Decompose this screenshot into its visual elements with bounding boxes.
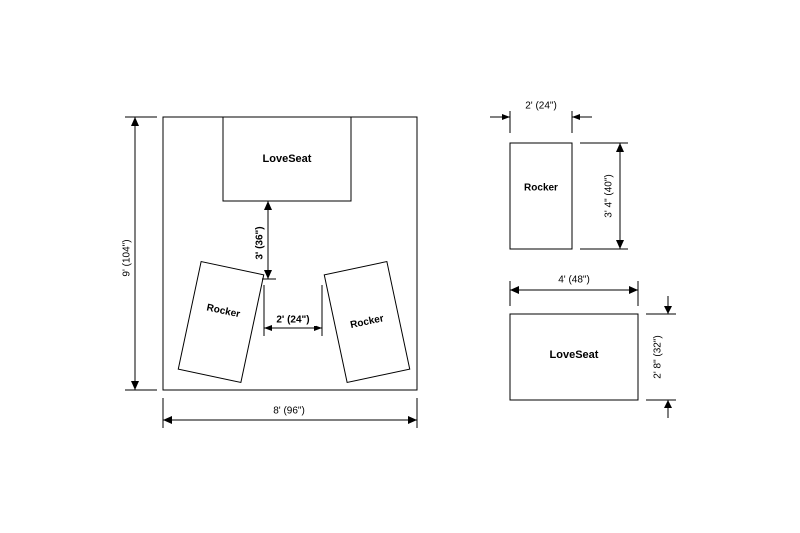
arrowhead (616, 240, 624, 249)
arrowhead (163, 416, 172, 424)
arrowhead (314, 325, 322, 331)
arrowhead (664, 400, 672, 408)
arrowhead (616, 143, 624, 152)
dim-gap-horizontal: 2' (24") (263, 285, 323, 336)
arrowhead (264, 201, 272, 210)
loveseat-shape (222, 116, 352, 202)
rocker-detail: Rocker 2' (24") 3' 4" (40") (490, 101, 628, 250)
arrowhead (502, 114, 510, 120)
label-backdrop (272, 314, 316, 326)
dim-room-height-text: 9' (104") (122, 239, 133, 276)
dim-loveseat-depth: 2' 8" (32") (646, 296, 676, 418)
rocker-right-shape (323, 260, 411, 384)
dim-loveseat-width: 4' (48") (509, 275, 639, 306)
arrowhead (264, 270, 272, 279)
loveseat-label: LoveSeat (263, 153, 312, 165)
dim-gap-vertical-text: 3' (36") (255, 226, 266, 259)
rocker-detail-shape (509, 142, 573, 250)
arrowhead (664, 306, 672, 314)
dim-room-height: 9' (104") (122, 116, 157, 391)
dim-rocker-width-text: 2' (24") (525, 101, 557, 112)
dim-room-width-text: 8' (96") (273, 406, 305, 417)
dim-rocker-depth-text: 3' 4" (40") (604, 174, 615, 217)
arrowhead (264, 325, 272, 331)
arrowhead (131, 117, 139, 126)
loveseat-detail-shape (509, 313, 639, 401)
dim-loveseat-width-text: 4' (48") (558, 275, 590, 286)
dim-rocker-depth: 3' 4" (40") (580, 142, 628, 250)
room-plan: LoveSeat Rocker Rocker 9' (104") (122, 116, 418, 428)
arrowhead (408, 416, 417, 424)
loveseat-detail: LoveSeat 4' (48") 2' 8" (32") (509, 275, 676, 418)
loveseat-detail-label: LoveSeat (550, 349, 599, 361)
dim-room-width: 8' (96") (162, 398, 418, 428)
arrowhead (131, 381, 139, 390)
rocker-detail-label: Rocker (524, 183, 558, 194)
dim-rocker-width: 2' (24") (490, 101, 592, 133)
dim-gap-vertical: 3' (36") (255, 201, 276, 280)
room-rocker-right: Rocker (323, 260, 411, 384)
dim-loveseat-depth-text: 2' 8" (32") (653, 335, 664, 378)
arrowhead (510, 286, 519, 294)
dim-gap-horizontal-text: 2' (24") (276, 315, 309, 326)
arrowhead (629, 286, 638, 294)
arrowhead (572, 114, 580, 120)
room-rocker-left: Rocker (177, 260, 265, 384)
rocker-left-shape (177, 260, 265, 384)
room-loveseat: LoveSeat (222, 116, 352, 202)
